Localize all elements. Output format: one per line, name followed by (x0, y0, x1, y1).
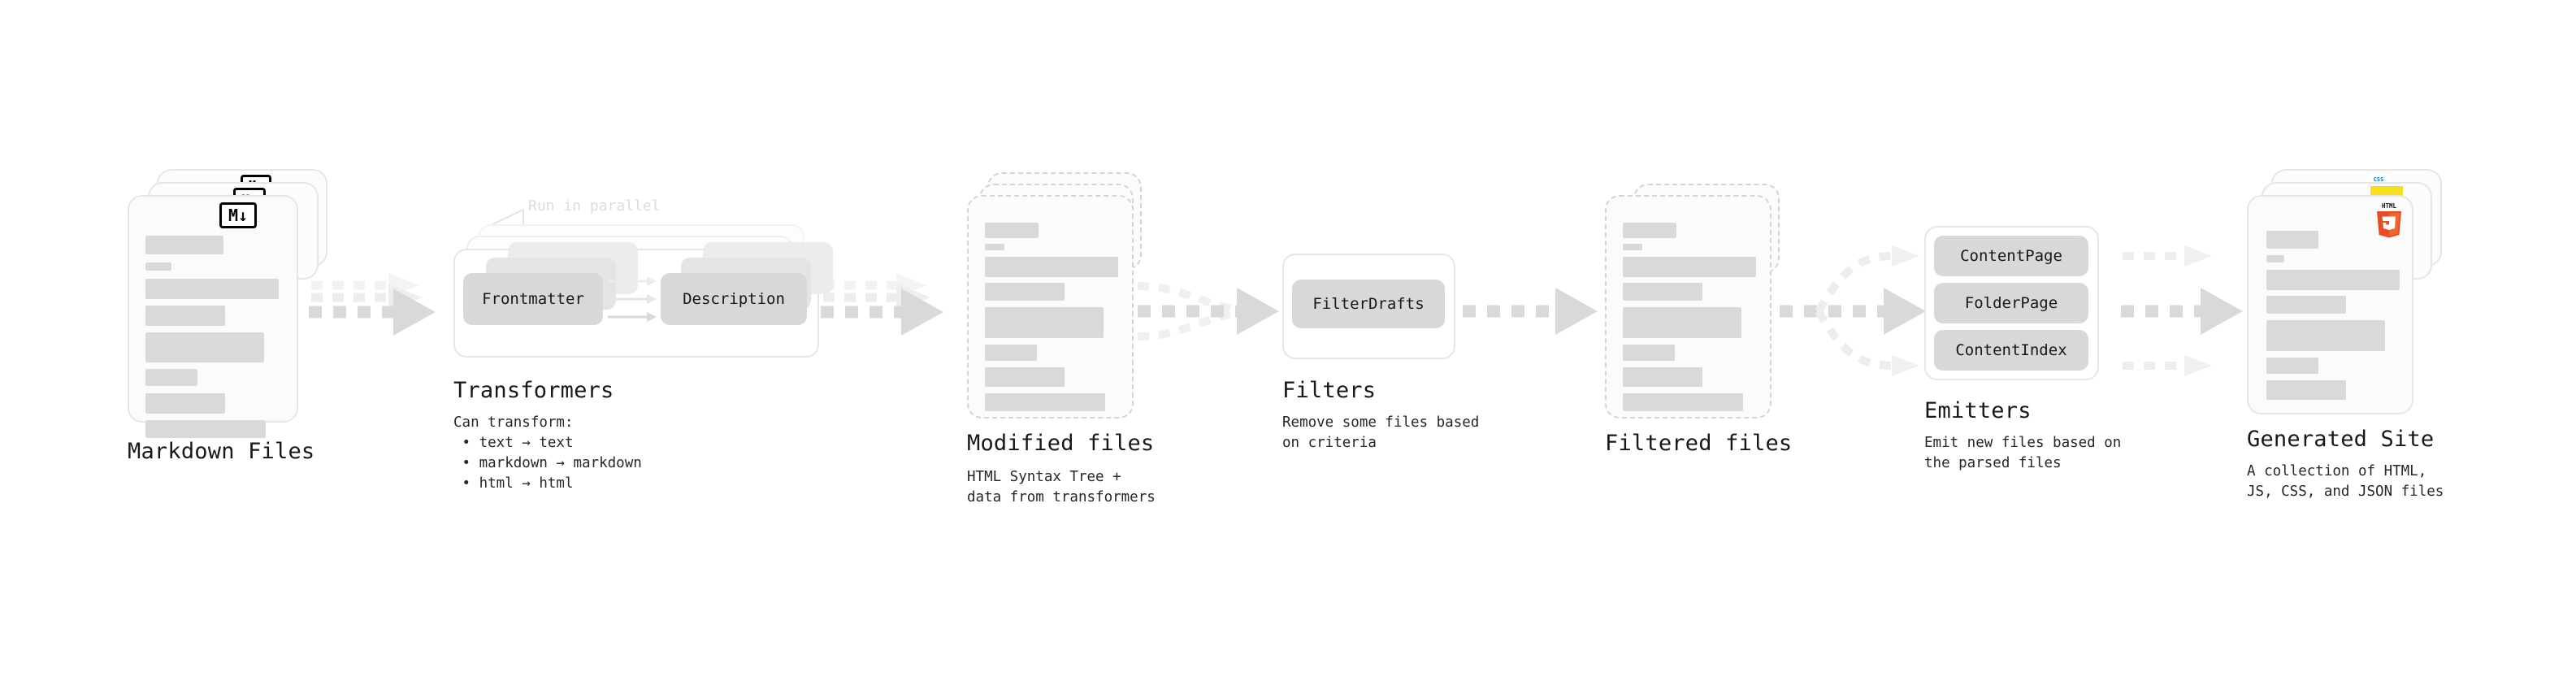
transformer-chip-description[interactable]: Description (661, 273, 807, 325)
stage-title-filtered-files: Filtered files (1605, 431, 1793, 456)
skeleton-bar (985, 367, 1065, 387)
stage-desc-filters: Remove some files based on criteria (1282, 414, 1480, 451)
skeleton-bar (1623, 307, 1741, 338)
skeleton-bar (145, 279, 279, 299)
arrow-markdown-to-transformers (309, 273, 436, 336)
svg-text:CSS: CSS (2374, 176, 2384, 183)
skeleton-bar (1623, 244, 1642, 250)
svg-text:HTML: HTML (2382, 202, 2397, 210)
html5-icon: HTML (2377, 202, 2401, 238)
emitter-chip-contentpage[interactable]: ContentPage (1934, 236, 2088, 276)
skeleton-bar (985, 257, 1118, 277)
arrow-filters-to-filtered (1463, 288, 1598, 335)
skeleton-bar (2266, 358, 2318, 374)
skeleton-bar (985, 283, 1065, 301)
modified-card-front (967, 195, 1134, 419)
stage-title-filters: Filters (1282, 378, 1377, 403)
skeleton-bar (985, 345, 1037, 361)
emitter-chip-folderpage[interactable]: FolderPage (1934, 283, 2088, 323)
stage-desc-emitters: Emit new files based on the parsed files (1924, 435, 2122, 471)
stage-title-modified-files: Modified files (967, 431, 1155, 456)
stage-desc-modified-files: HTML Syntax Tree + data from transformer… (967, 469, 1156, 505)
skeleton-bar (145, 369, 197, 386)
skeleton-bar (145, 236, 223, 254)
arrow-modified-to-filters (1137, 282, 1279, 340)
markdown-card-front (128, 195, 298, 438)
skeleton-bar (145, 262, 171, 271)
skeleton-bar (1623, 367, 1702, 387)
skeleton-bar (985, 393, 1105, 411)
skeleton-bar (985, 223, 1039, 238)
filter-chip-filterdrafts[interactable]: FilterDrafts (1292, 280, 1445, 328)
skeleton-bar (1623, 345, 1675, 361)
arrow-emitters-to-site (2121, 245, 2243, 376)
skeleton-bar (985, 307, 1104, 338)
skeleton-bar (145, 306, 225, 326)
skeleton-bar (1623, 283, 1702, 301)
skeleton-bar (1623, 223, 1676, 238)
stage-title-markdown-files: Markdown Files (128, 439, 315, 464)
stage-title-emitters: Emitters (1924, 398, 2032, 423)
stage-title-generated-site: Generated Site (2247, 427, 2435, 452)
skeleton-bar (2266, 255, 2284, 262)
skeleton-bar (145, 393, 225, 414)
transformer-chip-frontmatter[interactable]: Frontmatter (463, 273, 603, 325)
transformer-inner-arrows (608, 276, 657, 322)
skeleton-bar (1623, 393, 1743, 411)
skeleton-bar (2266, 296, 2346, 314)
parallel-note: Run in parallel (528, 197, 661, 215)
filtered-card-front (1605, 195, 1772, 419)
skeleton-bar (2266, 270, 2400, 290)
arrow-transformers-to-modified (821, 273, 943, 336)
skeleton-bar (985, 244, 1004, 250)
stage-desc-transformers: Can transform: • text → text • markdown … (453, 414, 642, 492)
emitter-chip-contentindex[interactable]: ContentIndex (1934, 330, 2088, 371)
stage-title-transformers: Transformers (453, 378, 614, 403)
skeleton-bar (2266, 231, 2318, 249)
skeleton-bar (2266, 320, 2385, 351)
markdown-icon: M↓ (219, 202, 257, 228)
stage-desc-generated-site: A collection of HTML, JS, CSS, and JSON … (2247, 463, 2444, 500)
skeleton-bar (145, 420, 266, 438)
skeleton-bar (2266, 380, 2346, 400)
skeleton-bar (1623, 257, 1756, 277)
skeleton-bar (145, 332, 264, 362)
arrow-filtered-to-emitters (1780, 245, 1926, 376)
